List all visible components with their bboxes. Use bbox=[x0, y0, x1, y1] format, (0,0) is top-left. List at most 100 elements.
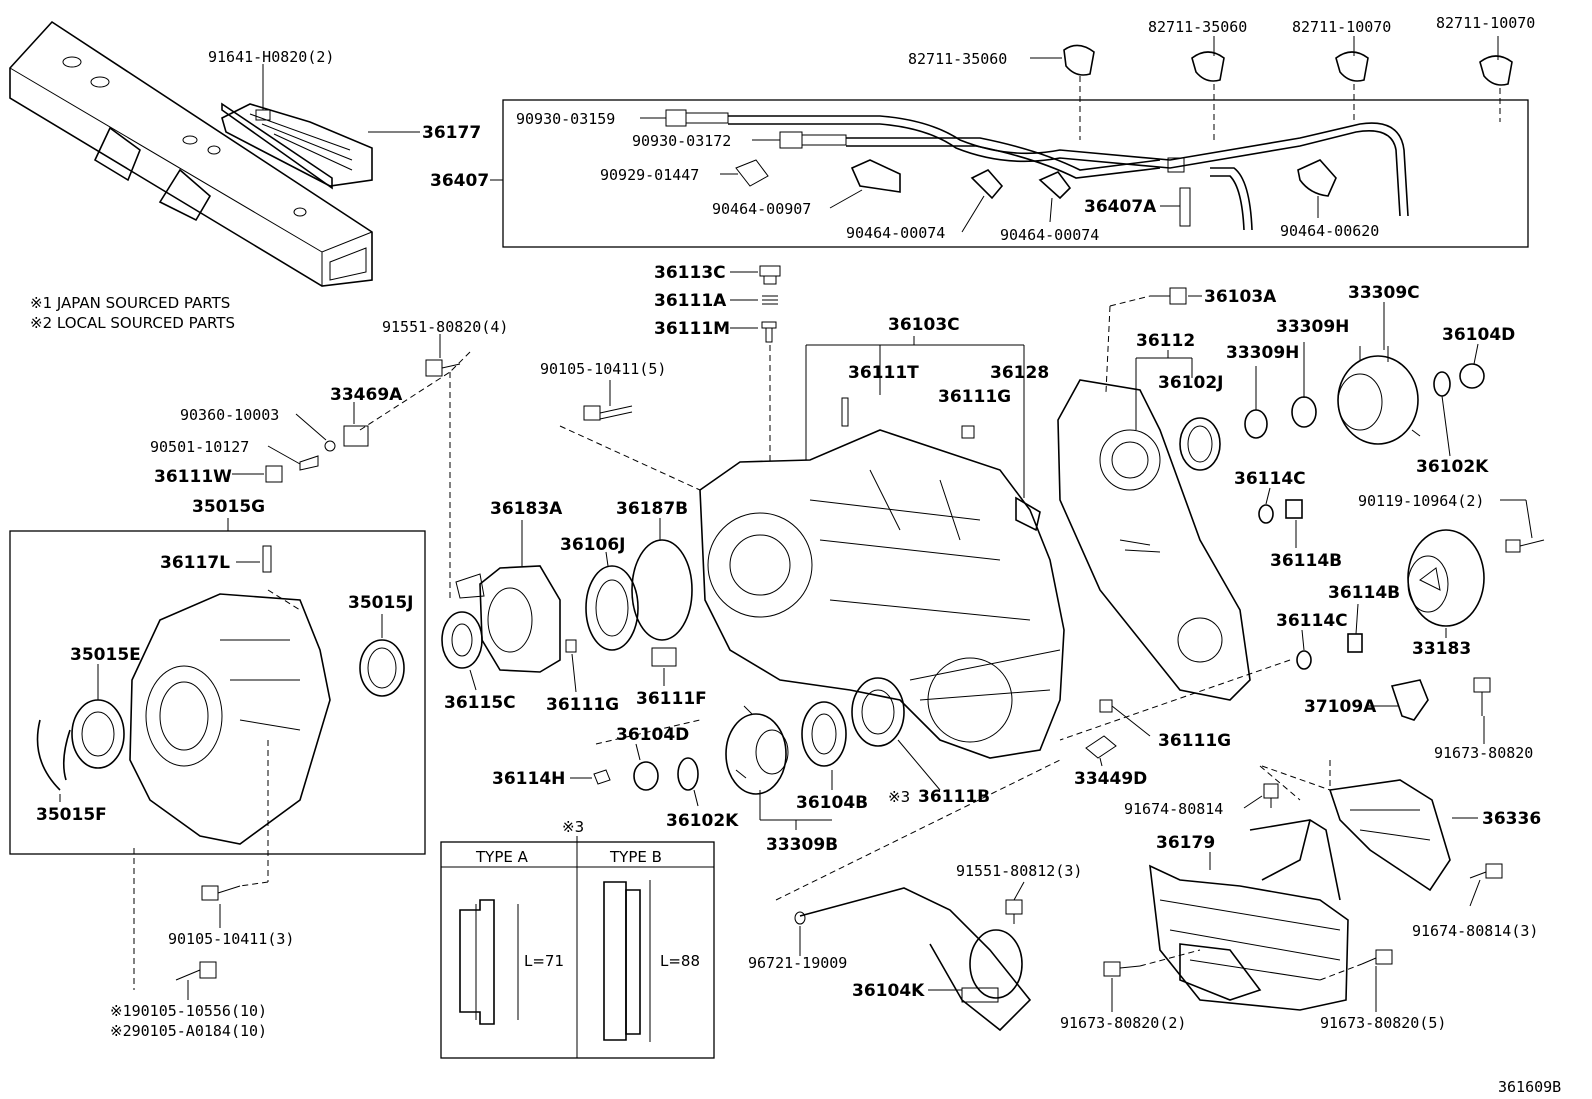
length-type-a: L=71 bbox=[524, 952, 564, 970]
label-36111G-a: 36111G bbox=[938, 387, 1011, 407]
label-36103A: 36103A bbox=[1204, 287, 1277, 307]
extension-housing-drawing bbox=[129, 593, 331, 845]
bolts-90105-drawing bbox=[175, 885, 241, 981]
label-91641-H0820: 91641-H0820(2) bbox=[208, 48, 334, 66]
label-91551-80812: 91551-80812(3) bbox=[956, 862, 1082, 880]
label-90105-10411-3: 90105-10411(3) bbox=[168, 930, 294, 948]
label-33309C: 33309C bbox=[1348, 283, 1420, 303]
label-36115C: 36115C bbox=[444, 693, 516, 713]
label-90930-03159: 90930-03159 bbox=[516, 110, 615, 128]
vent-hose-drawing bbox=[665, 109, 1409, 231]
transfer-case-housing-drawing bbox=[699, 429, 1065, 759]
label-36187B: 36187B bbox=[616, 499, 688, 519]
label-90501-10127: 90501-10127 bbox=[150, 438, 249, 456]
bolt-36103A-drawing bbox=[1150, 287, 1187, 305]
rear-case-drawing bbox=[1057, 379, 1251, 701]
label-36114B-a: 36114B bbox=[1270, 551, 1342, 571]
label-90360-10003: 90360-10003 bbox=[180, 406, 279, 424]
pump-33183-drawing bbox=[1407, 529, 1485, 627]
notes: ※1 JAPAN SOURCED PARTS ※2 LOCAL SOURCED … bbox=[30, 294, 1561, 1096]
label-36104D-b: 36104D bbox=[616, 725, 689, 745]
type-b-header: TYPE B bbox=[609, 848, 662, 866]
label-36111A: 36111A bbox=[654, 291, 727, 311]
label-36177: 36177 bbox=[422, 123, 481, 143]
label-36103C: 36103C bbox=[888, 315, 960, 335]
label-35015J: 35015J bbox=[348, 593, 413, 613]
label-35015G: 35015G bbox=[192, 497, 265, 517]
label-91673-80820-5: 91673-80820(5) bbox=[1320, 1014, 1446, 1032]
extension-housing-group-box bbox=[9, 530, 426, 855]
label-82711-10070-a: 82711-10070 bbox=[1292, 18, 1391, 36]
label-33309H-b: 33309H bbox=[1226, 343, 1299, 363]
label-33309H-a: 33309H bbox=[1276, 317, 1349, 337]
label-33309B: 33309B bbox=[766, 835, 838, 855]
bolt-90105-drawing bbox=[583, 405, 633, 421]
label-91674-80814-a: 91674-80814 bbox=[1124, 800, 1223, 818]
label-35015E: 35015E bbox=[70, 645, 141, 665]
length-type-b: L=88 bbox=[660, 952, 700, 970]
label-91673-80820: 91673-80820 bbox=[1434, 744, 1533, 762]
label-36114H: 36114H bbox=[492, 769, 565, 789]
label-90464-00074-a: 90464-00074 bbox=[846, 224, 945, 242]
skid-plate-drawing bbox=[1149, 779, 1451, 1011]
label-36104K: 36104K bbox=[852, 981, 925, 1001]
front-cover-36183A-drawing bbox=[455, 565, 561, 673]
diagram-id: 361609B bbox=[1498, 1078, 1561, 1096]
label-90930-03172: 90930-03172 bbox=[632, 132, 731, 150]
label-90464-00907: 90464-00907 bbox=[712, 200, 811, 218]
label-36102J: 36102J bbox=[1158, 373, 1223, 393]
seal-type-drawings bbox=[459, 880, 651, 1042]
marker-3: ※3 bbox=[562, 818, 584, 836]
shift-rod-drawing bbox=[794, 887, 1032, 1032]
small-parts-left-drawing bbox=[265, 359, 461, 483]
label-90105-10556: ※190105-10556(10) bbox=[110, 1002, 267, 1020]
label-36112: 36112 bbox=[1136, 331, 1195, 351]
hose-clip-drawings bbox=[1063, 44, 1513, 86]
vent-hose-group-box bbox=[502, 99, 1529, 248]
label-36111W: 36111W bbox=[154, 467, 232, 487]
label-90464-00620: 90464-00620 bbox=[1280, 222, 1379, 240]
label-36102K-a: 36102K bbox=[1416, 457, 1489, 477]
note-local-sourced: ※2 LOCAL SOURCED PARTS bbox=[30, 314, 235, 332]
label-36128: 36128 bbox=[990, 363, 1049, 383]
label-36336: 36336 bbox=[1482, 809, 1541, 829]
label-36106J: 36106J bbox=[560, 535, 625, 555]
note-japan-sourced: ※1 JAPAN SOURCED PARTS bbox=[30, 294, 230, 312]
label-36114C-b: 36114C bbox=[1276, 611, 1348, 631]
label-36111G-c: 36111G bbox=[1158, 731, 1231, 751]
label-36111T: 36111T bbox=[848, 363, 919, 383]
label-36179: 36179 bbox=[1156, 833, 1215, 853]
label-36111G-b: 36111G bbox=[546, 695, 619, 715]
label-36183A: 36183A bbox=[490, 499, 563, 519]
label-37109A: 37109A bbox=[1304, 697, 1377, 717]
label-90119-10964: 90119-10964(2) bbox=[1358, 492, 1484, 510]
label-90464-00074-b: 90464-00074 bbox=[1000, 226, 1099, 244]
label-36111F: 36111F bbox=[636, 689, 707, 709]
label-90105-10411-5: 90105-10411(5) bbox=[540, 360, 666, 378]
label-36117L: 36117L bbox=[160, 553, 230, 573]
label-36113C: 36113C bbox=[654, 263, 726, 283]
part-number-labels: 91641-H0820(2) 36177 82711-35060 82711-3… bbox=[36, 14, 1541, 1040]
label-82711-35060-a: 82711-35060 bbox=[908, 50, 1007, 68]
label-96721-19009: 96721-19009 bbox=[748, 954, 847, 972]
label-36407A: 36407A bbox=[1084, 197, 1157, 217]
label-82711-10070-b: 82711-10070 bbox=[1436, 14, 1535, 32]
label-36111M: 36111M bbox=[654, 319, 730, 339]
label-36114B-b: 36114B bbox=[1328, 583, 1400, 603]
label-91673-80820-2: 91673-80820(2) bbox=[1060, 1014, 1186, 1032]
label-35015F: 35015F bbox=[36, 805, 107, 825]
label-36111B: 36111B bbox=[918, 787, 990, 807]
label-90929-01447: 90929-01447 bbox=[600, 166, 699, 184]
label-82711-35060-b: 82711-35060 bbox=[1148, 18, 1247, 36]
flange-33309C-drawing bbox=[1337, 346, 1421, 445]
type-a-header: TYPE A bbox=[475, 848, 529, 866]
label-91674-80814-3: 91674-80814(3) bbox=[1412, 922, 1538, 940]
label-33183: 33183 bbox=[1412, 639, 1471, 659]
label-36102K-b: 36102K bbox=[666, 811, 739, 831]
label-91551-80820: 91551-80820(4) bbox=[382, 318, 508, 336]
label-33469A: 33469A bbox=[330, 385, 403, 405]
label-90105-A0184: ※290105-A0184(10) bbox=[110, 1022, 267, 1040]
label-marker-3-36111B: ※3 bbox=[888, 788, 910, 806]
label-36104B: 36104B bbox=[796, 793, 868, 813]
